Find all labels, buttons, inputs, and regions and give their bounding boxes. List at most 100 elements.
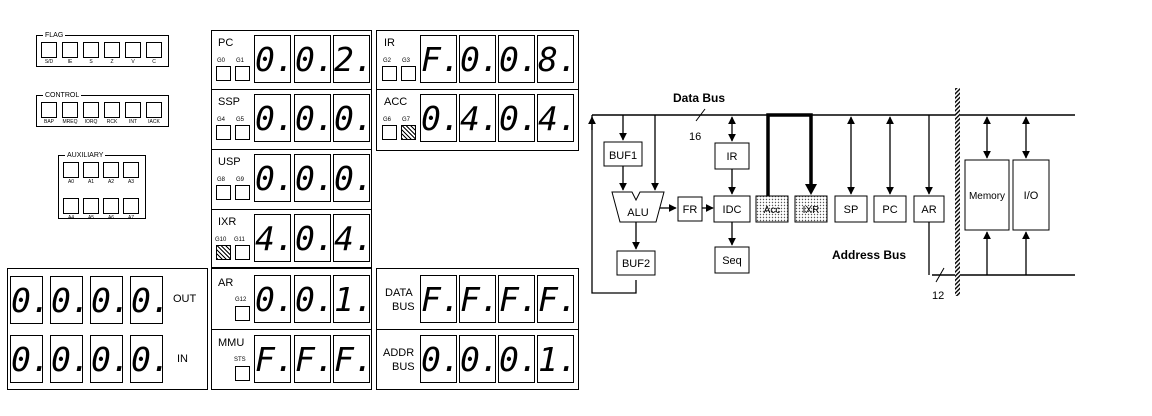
active-transfer-path (766, 113, 813, 196)
addr-bus-digit-2: 0. (459, 335, 496, 383)
auxiliary-led-3 (103, 162, 119, 178)
pc-block (873, 195, 907, 223)
usp-digit-1: 0. (254, 154, 291, 202)
fr-text: FR (683, 204, 698, 216)
in-label: IN (177, 353, 188, 365)
buf2-loop-wire (591, 115, 637, 294)
ar-text: AR (921, 204, 936, 216)
pc-led-1 (216, 66, 231, 81)
ssp-digit-1: 0. (254, 94, 291, 142)
ixr-label: IXR (218, 216, 237, 228)
auxiliary-led-label-8: A7 (127, 215, 135, 221)
auxiliary-led-label-6: A5 (87, 215, 95, 221)
control-led-4 (104, 102, 120, 118)
in-digit-2: 0. (50, 335, 83, 383)
ir-label: IR (384, 37, 395, 49)
out-digit-3: 0. (90, 276, 123, 324)
ixr-digit-2: 0. (294, 214, 331, 262)
control-led-label-2: MREQ (62, 119, 78, 125)
auxiliary-led-label-7: A6 (107, 215, 115, 221)
mmu-led-1 (235, 366, 250, 381)
pc-digit-3: 2. (333, 35, 370, 83)
out-digit-2: 0. (50, 276, 83, 324)
control-led-2 (62, 102, 78, 118)
acc-digit-3: 0. (498, 94, 535, 142)
buf1-block (603, 141, 643, 167)
flag-led-3 (83, 42, 99, 58)
seq-text: Seq (722, 255, 742, 267)
data-bus-label: Data Bus (673, 91, 725, 105)
out-digit-1: 0. (10, 276, 43, 324)
auxiliary-led-label-5: A4 (67, 215, 75, 221)
control-led-1 (41, 102, 57, 118)
divider (211, 329, 372, 330)
mmu-label: MMU (218, 337, 245, 349)
auxiliary-led-label-1: A0 (67, 179, 75, 185)
auxiliary-led-8 (123, 198, 139, 214)
control-led-label-5: INT (128, 119, 138, 125)
pc-digit-2: 0. (294, 35, 331, 83)
ir-block (714, 142, 750, 170)
control-led-6 (146, 102, 162, 118)
flag-led-label-4: Z (110, 59, 114, 65)
ir-digit-1: F. (420, 35, 457, 83)
flag-led-label-2: IE (67, 59, 73, 65)
in-digit-1: 0. (10, 335, 43, 383)
control-led-label-1: BAP (43, 119, 54, 125)
io-text: I/O (1024, 190, 1039, 202)
control-led-3 (83, 102, 99, 118)
mmu-digit-1: F. (254, 335, 291, 383)
usp-digit-3: 0. (333, 154, 370, 202)
ixr-led-1 (216, 245, 231, 260)
auxiliary-led-2 (83, 162, 99, 178)
ssp-led-2 (235, 125, 250, 140)
buf2-text: BUF2 (622, 258, 650, 270)
control-title: CONTROL (43, 92, 82, 100)
control-led-label-6: IACK (148, 119, 160, 125)
data-bus-digit-1: F. (420, 275, 457, 323)
ixr-digit-3: 4. (333, 214, 370, 262)
ir-digit-2: 0. (459, 35, 496, 83)
ir-led-label-2: G3 (402, 58, 411, 64)
ar-led-1 (235, 306, 250, 321)
mmu-digit-3: F. (333, 335, 370, 383)
ar-led-label-1: G12 (235, 297, 247, 303)
pc-text: PC (882, 204, 897, 216)
mmu-led-label-1: STS (234, 357, 246, 363)
addr-bus-label-line1: ADDR (383, 347, 415, 359)
flag-led-4 (104, 42, 120, 58)
data-bus-digit-2: F. (459, 275, 496, 323)
flag-led-5 (125, 42, 141, 58)
addr-bus-digit-3: 0. (498, 335, 535, 383)
address-bus-width-tick (935, 267, 945, 283)
divider (211, 149, 372, 150)
auxiliary-led-6 (83, 198, 99, 214)
acc-led-2 (401, 125, 416, 140)
ixr-led-label-2: G11 (234, 237, 245, 243)
active-transfer-arrowhead (805, 184, 817, 195)
pc-digit-1: 0. (254, 35, 291, 83)
auxiliary-led-4 (123, 162, 139, 178)
addr-bus-digit-1: 0. (420, 335, 457, 383)
acc-led-1 (382, 125, 397, 140)
sp-block (834, 195, 868, 223)
acc-digit-2: 4. (459, 94, 496, 142)
pc-led-2 (235, 66, 250, 81)
addr-bus-label-line2: BUS (392, 361, 415, 373)
control-led-5 (125, 102, 141, 118)
sp-text: SP (844, 204, 859, 216)
pc-led-label-1: G0 (217, 58, 226, 64)
auxiliary-led-label-3: A2 (107, 179, 115, 185)
ir-led-1 (382, 66, 397, 81)
data-bus-width: 16 (689, 131, 701, 143)
ssp-led-label-2: G5 (236, 117, 245, 123)
auxiliary-led-7 (103, 198, 119, 214)
usp-led-label-2: G9 (236, 177, 245, 183)
usp-led-2 (235, 185, 250, 200)
usp-label: USP (218, 156, 241, 168)
ir-led-2 (401, 66, 416, 81)
memory-text: Memory (969, 191, 1005, 202)
